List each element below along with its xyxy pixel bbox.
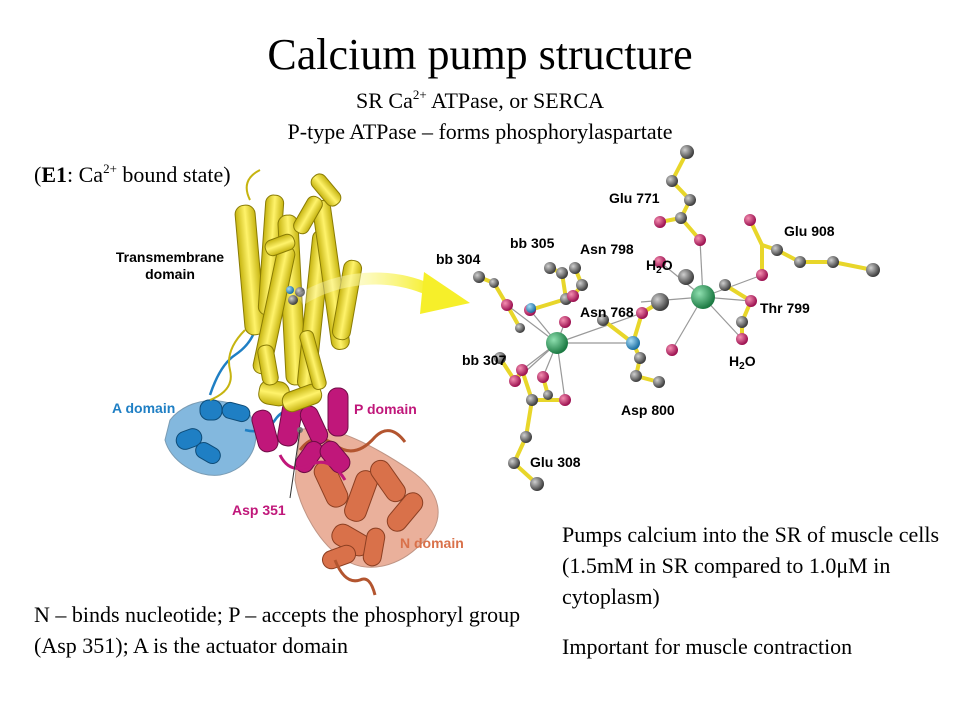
label-asp800: Asp 800 xyxy=(621,402,675,418)
label-transmembrane-domain: domain xyxy=(145,266,195,282)
label-glu771: Glu 771 xyxy=(609,190,660,206)
state-charge: 2+ xyxy=(103,161,117,176)
zoom-arrow xyxy=(296,272,470,314)
label-thr799: Thr 799 xyxy=(760,300,810,316)
label-asn768: Asn 768 xyxy=(580,304,634,320)
label-a-domain: A domain xyxy=(112,400,175,416)
water-atom xyxy=(626,336,640,350)
subtitle-line-1: SR Ca2+ ATPase, or SERCA xyxy=(0,88,960,114)
state-label: (E1: Ca2+ bound state) xyxy=(34,162,231,188)
note-pumps: Pumps calcium into the SR of muscle cell… xyxy=(562,522,940,609)
subtitle-charge: 2+ xyxy=(412,87,427,102)
state-e1: E1 xyxy=(41,162,68,187)
a-domain-shape xyxy=(164,313,301,476)
state-post: bound state) xyxy=(116,162,231,187)
protein-structure xyxy=(164,169,439,596)
label-bb304: bb 304 xyxy=(436,251,481,267)
label-glu908: Glu 908 xyxy=(784,223,835,239)
subtitle-ca: SR Ca xyxy=(356,88,413,113)
label-n-domain: N domain xyxy=(400,535,464,551)
label-h2o-top: H2O xyxy=(646,257,673,276)
asp351-pointer xyxy=(289,429,301,499)
label-p-domain: P domain xyxy=(354,401,417,417)
p-domain-shape xyxy=(251,387,351,481)
label-bb307: bb 307 xyxy=(462,352,507,368)
calcium-ion xyxy=(546,332,568,354)
note-domains: N – binds nucleotide; P – accepts the ph… xyxy=(34,602,521,658)
label-asn798: Asn 798 xyxy=(580,241,634,257)
loop-connector xyxy=(209,169,261,401)
label-h2o-bottom: H2O xyxy=(729,353,756,372)
membrane-atom xyxy=(286,286,294,294)
membrane-atom xyxy=(288,295,298,305)
label-glu308: Glu 308 xyxy=(530,454,581,470)
transmembrane-helices xyxy=(234,173,363,413)
label-asp351: Asp 351 xyxy=(232,502,286,518)
label-bb305: bb 305 xyxy=(510,235,555,251)
label-transmembrane: Transmembrane xyxy=(116,249,224,265)
state-open: ( xyxy=(34,162,42,187)
bonds xyxy=(477,150,875,486)
carbon-atoms xyxy=(473,145,880,491)
binding-site-model xyxy=(473,145,880,491)
note-contraction: Important for muscle contraction xyxy=(562,634,853,659)
slide-title: Calcium pump structure xyxy=(267,30,693,79)
calcium-ion xyxy=(691,285,715,309)
subtitle-serca: ATPase, or SERCA xyxy=(426,88,604,113)
water-atom xyxy=(526,303,536,313)
subtitle-line-2: P-type ATPase – forms phosphorylaspartat… xyxy=(287,119,673,144)
state-ca: : Ca xyxy=(67,162,104,187)
